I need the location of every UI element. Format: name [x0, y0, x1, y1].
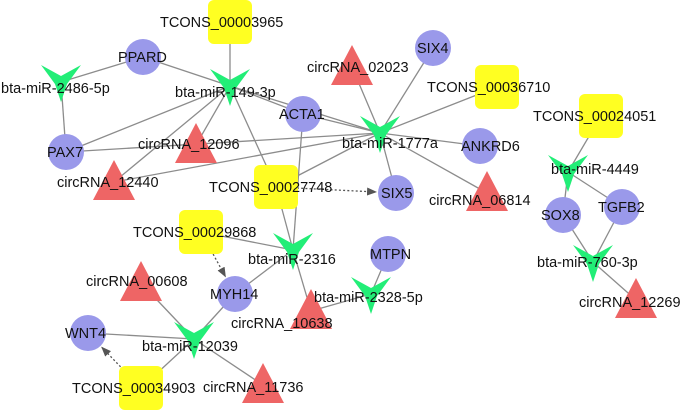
node-myh14 [217, 276, 253, 312]
label-circrna-00608: circRNA_00608 [86, 274, 188, 290]
label-circrna-12440: circRNA_12440 [57, 175, 159, 191]
node-circrna-12096 [175, 123, 217, 163]
label-tcons-00036710: TCONS_00036710 [427, 80, 550, 96]
node-circrna-02023 [331, 45, 373, 85]
node-acta1 [285, 96, 321, 132]
label-bta-mir-12039: bta-miR-12039 [142, 339, 238, 355]
node-tcons-00036710 [475, 65, 519, 109]
node-circrna-11736 [242, 363, 284, 403]
label-ankrd6: ANKRD6 [461, 139, 520, 155]
label-tgfb2: TGFB2 [598, 200, 645, 216]
label-bta-mir-2328-5p: bta-miR-2328-5p [314, 290, 423, 306]
label-pax7: PAX7 [47, 145, 83, 161]
label-circrna-10638: circRNA_10638 [231, 316, 333, 332]
label-circrna-06814: circRNA_06814 [429, 193, 531, 209]
label-bta-mir-2316: bta-miR-2316 [248, 252, 336, 268]
label-circrna-11736: circRNA_11736 [203, 380, 303, 396]
node-bta-mir-2316 [273, 233, 313, 270]
label-mtpn: MTPN [370, 247, 411, 263]
nodes-layer [41, 0, 657, 410]
node-tcons-00027748 [254, 165, 298, 209]
label-circrna-12096: circRNA_12096 [138, 137, 240, 153]
node-tgfb2 [604, 189, 640, 225]
node-pax7 [48, 134, 84, 170]
node-bta-mir-760-3p [573, 245, 613, 282]
label-tcons-00027748: TCONS_00027748 [209, 180, 332, 196]
edge-bta-mir-1777a-to-pax7 [65, 132, 381, 153]
label-acta1: ACTA1 [279, 107, 325, 123]
label-bta-mir-149-3p: bta-miR-149-3p [175, 85, 276, 101]
node-bta-mir-12039 [174, 322, 214, 359]
node-mtpn [370, 236, 406, 272]
node-bta-mir-4449 [548, 155, 588, 192]
label-bta-mir-760-3p: bta-miR-760-3p [537, 255, 638, 271]
node-circrna-10638 [290, 289, 332, 329]
node-tcons-00029868 [179, 210, 223, 254]
label-tcons-00034903: TCONS_00034903 [72, 381, 195, 397]
label-tcons-00003965: TCONS_00003965 [160, 15, 283, 31]
node-tcons-00003965 [208, 0, 252, 44]
node-bta-mir-2486-5p [41, 65, 81, 102]
label-circrna-12269: circRNA_12269 [579, 295, 681, 311]
label-six5: SIX5 [381, 186, 412, 202]
node-bta-mir-1777a [360, 116, 400, 153]
node-circrna-12440 [93, 160, 135, 200]
node-six4 [415, 30, 451, 66]
node-ppard [125, 39, 161, 75]
node-circrna-12269 [615, 278, 657, 318]
label-bta-mir-2486-5p: bta-miR-2486-5p [1, 81, 110, 97]
node-circrna-00608 [120, 261, 162, 301]
label-ppard: PPARD [118, 50, 167, 66]
node-bta-mir-2328-5p [351, 277, 391, 314]
label-myh14: MYH14 [210, 287, 258, 303]
node-sox8 [545, 197, 581, 233]
node-circrna-06814 [466, 171, 508, 211]
edge-bta-mir-1777a-to-circrna-12440 [113, 132, 381, 183]
node-bta-mir-149-3p [210, 69, 250, 106]
label-bta-mir-4449: bta-miR-4449 [551, 162, 639, 178]
edge-bta-mir-149-3p-to-circrna-12440 [113, 85, 231, 183]
label-six4: SIX4 [417, 41, 448, 57]
label-sox8: SOX8 [541, 208, 580, 224]
label-circrna-02023: circRNA_02023 [307, 60, 409, 76]
label-bta-mir-1777a: bta-miR-1777a [342, 136, 439, 152]
label-tcons-00029868: TCONS_00029868 [133, 225, 256, 241]
node-tcons-00034903 [119, 366, 163, 410]
node-ankrd6 [462, 128, 498, 164]
edge-bta-mir-149-3p-to-pax7 [65, 85, 231, 153]
edge-bta-mir-1777a-to-circrna-06814 [379, 132, 488, 194]
node-six5 [378, 175, 414, 211]
node-wnt4 [70, 315, 106, 351]
node-tcons-00024051 [579, 94, 623, 138]
edge-bta-mir-12039-to-circrna-11736 [193, 338, 264, 386]
label-wnt4: WNT4 [65, 326, 106, 342]
label-tcons-00024051: TCONS_00024051 [533, 109, 656, 125]
